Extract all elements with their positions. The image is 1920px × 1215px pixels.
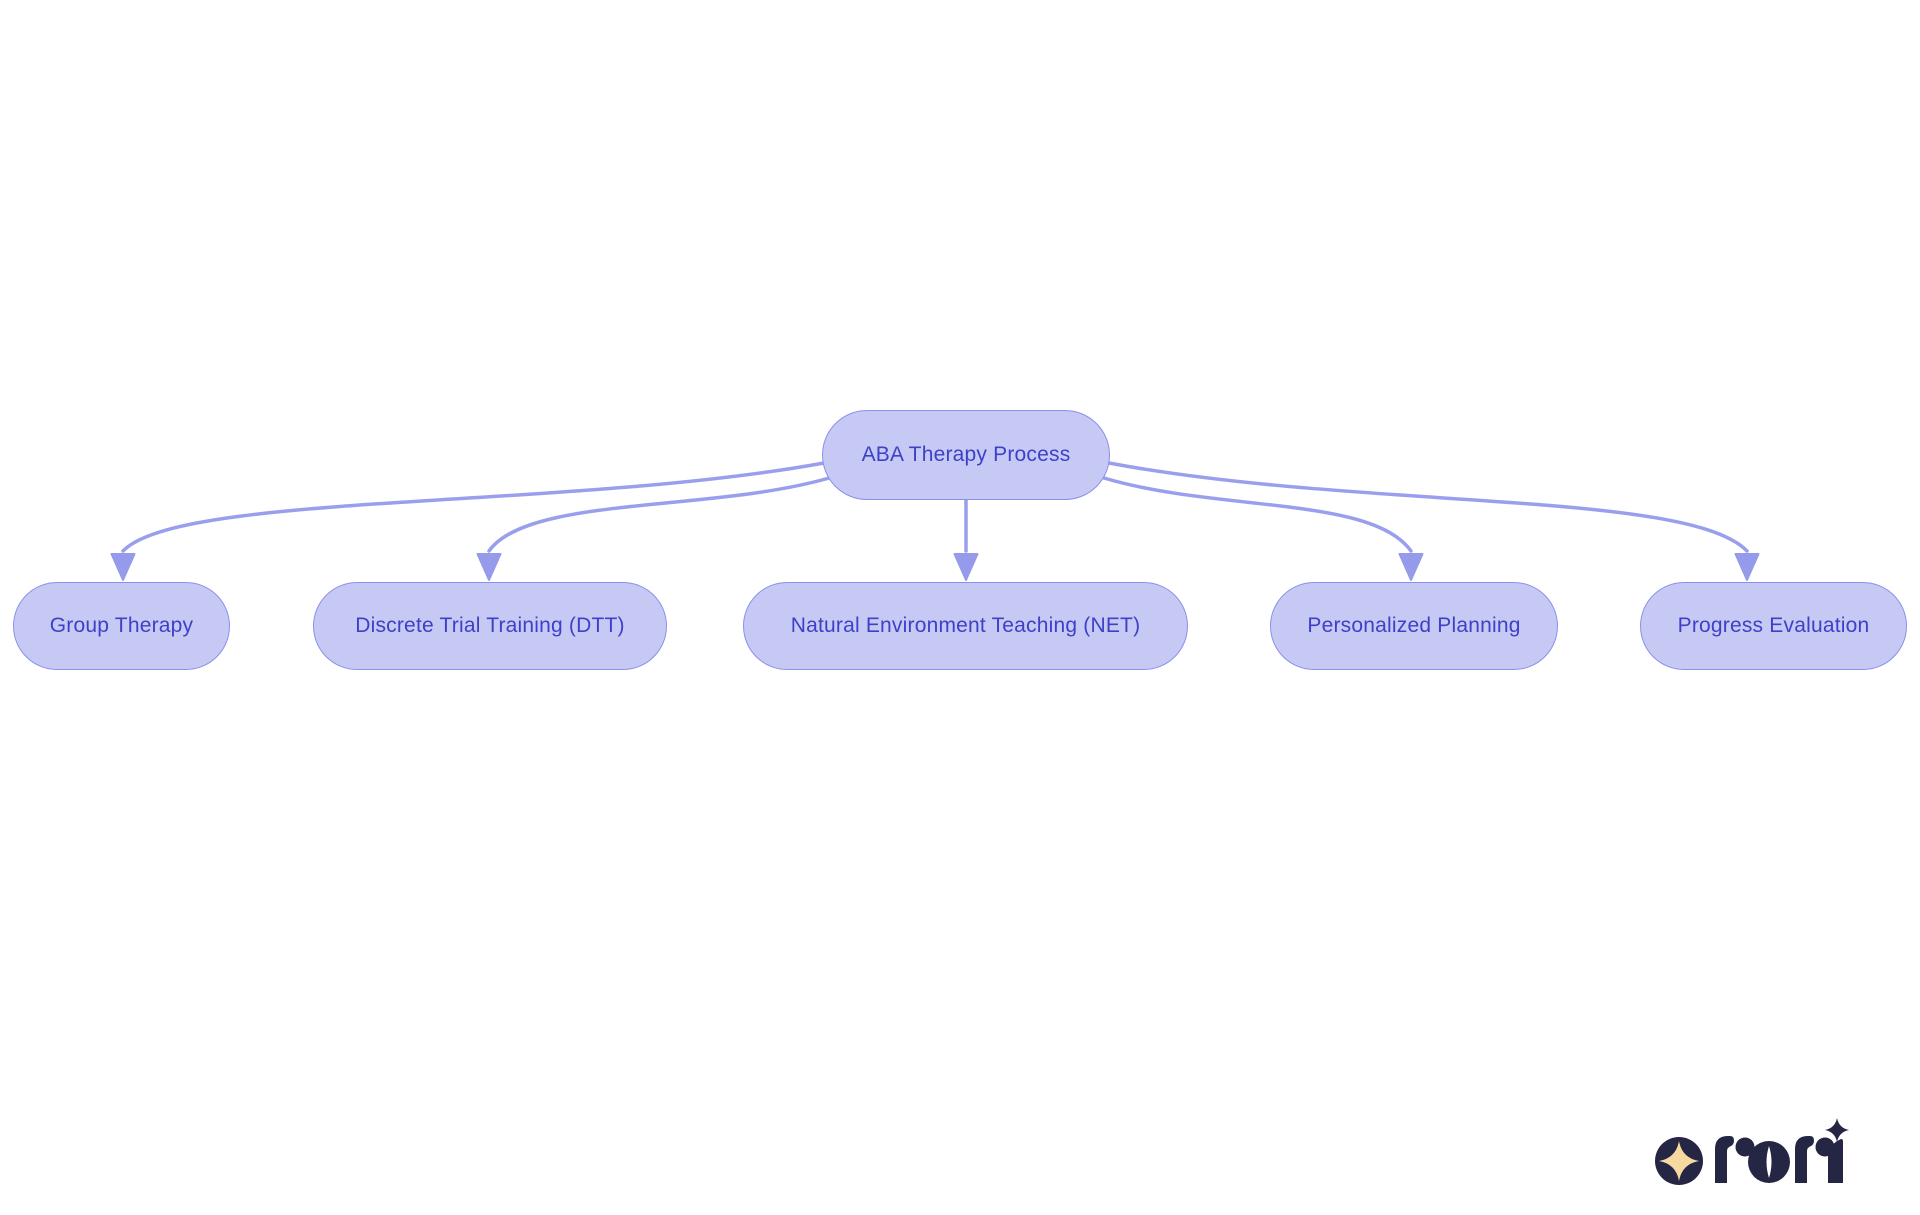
edge-root-to-progress-evaluation	[1107, 461, 1749, 553]
node-label: Group Therapy	[49, 614, 194, 637]
node-discrete-trial-training[interactable]: Discrete Trial Training (DTT)	[313, 582, 667, 670]
arrowhead-progress-evaluation	[1734, 553, 1760, 581]
edge-root-to-dtt	[487, 476, 831, 553]
arrowhead-group-therapy	[110, 553, 136, 581]
node-label: Discrete Trial Training (DTT)	[355, 614, 625, 637]
node-label: Natural Environment Teaching (NET)	[790, 614, 1141, 637]
rori-logo-graphic	[1655, 1118, 1849, 1185]
node-label: Personalized Planning	[1307, 614, 1521, 637]
arrowhead-personalized-planning	[1398, 553, 1424, 581]
node-group-therapy[interactable]: Group Therapy	[13, 582, 230, 670]
node-progress-evaluation[interactable]: Progress Evaluation	[1640, 582, 1907, 670]
node-label: Progress Evaluation	[1677, 614, 1870, 637]
edge-root-to-personalized-planning	[1102, 476, 1413, 553]
letter-r	[1715, 1136, 1755, 1183]
edge-root-to-group-therapy	[121, 461, 826, 553]
rori-logo[interactable]	[1653, 1117, 1853, 1189]
sparkle-badge-icon	[1655, 1137, 1703, 1185]
node-personalized-planning[interactable]: Personalized Planning	[1270, 582, 1558, 670]
letter-i	[1825, 1118, 1849, 1183]
arrowhead-net	[953, 553, 979, 581]
node-aba-therapy-process[interactable]: ABA Therapy Process	[822, 410, 1110, 500]
node-label: ABA Therapy Process	[861, 443, 1071, 466]
letter-o	[1748, 1141, 1790, 1183]
node-natural-environment-teaching[interactable]: Natural Environment Teaching (NET)	[743, 582, 1188, 670]
arrowhead-dtt	[476, 553, 502, 581]
